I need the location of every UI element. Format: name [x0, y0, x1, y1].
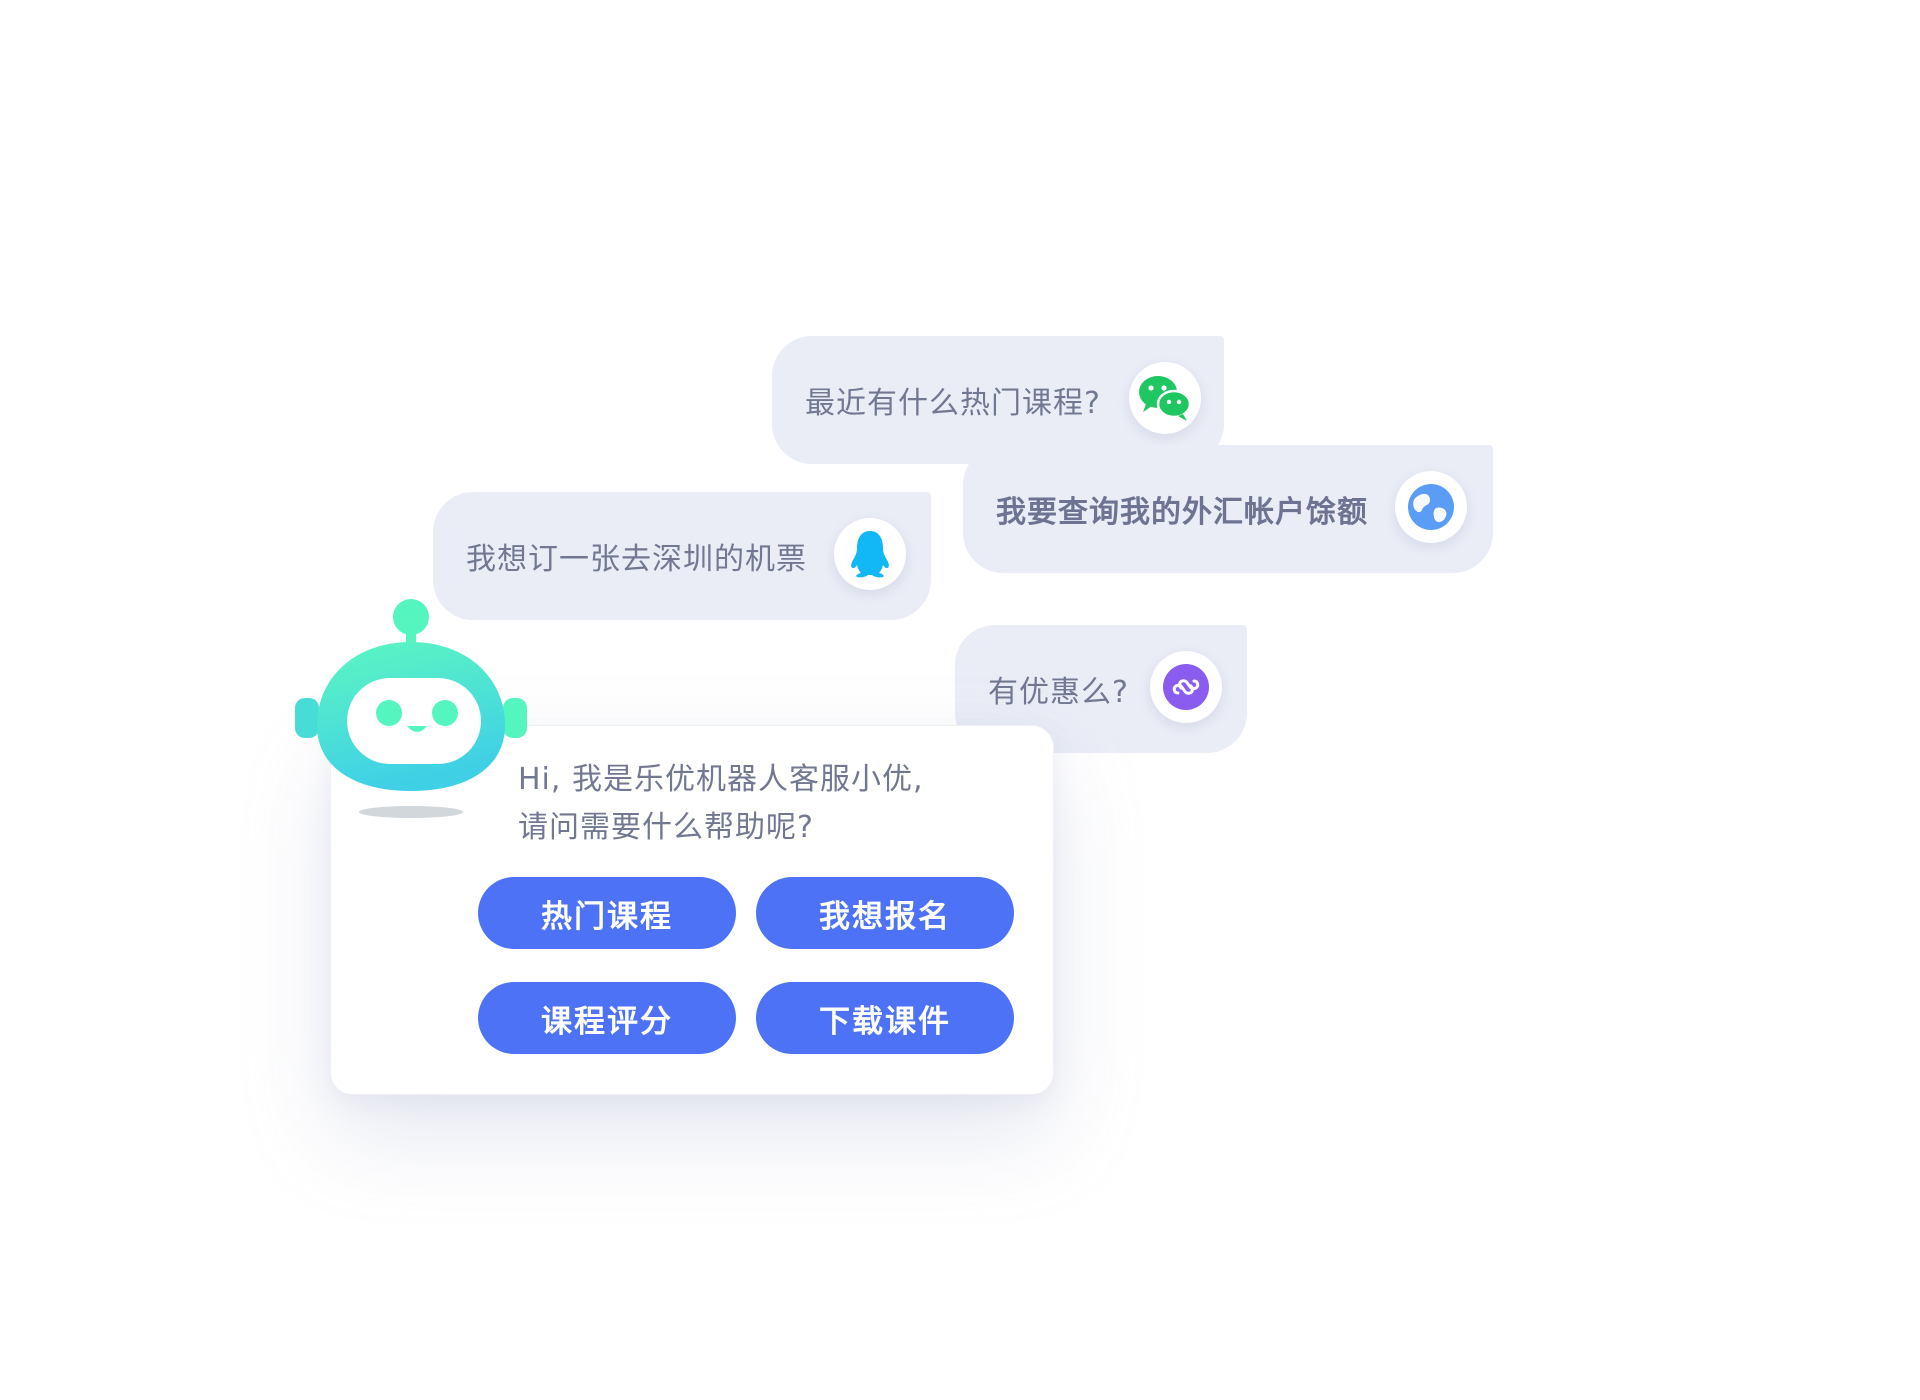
quick-reply-course-rating[interactable]: 课程评分: [478, 982, 736, 1054]
quick-reply-download[interactable]: 下载课件: [756, 982, 1014, 1054]
quick-reply-enroll[interactable]: 我想报名: [756, 877, 1014, 949]
bot-greeting: Hi, 我是乐优机器人客服小优, 请问需要什么帮助呢?: [518, 756, 1018, 852]
bot-reply-card: Hi, 我是乐优机器人客服小优, 请问需要什么帮助呢? 热门课程 我想报名 课程…: [330, 725, 1054, 1095]
greeting-line-2: 请问需要什么帮助呢?: [518, 810, 814, 845]
mini-program-icon: [1150, 651, 1222, 723]
chat-bubble-flight: 我想订一张去深圳的机票: [433, 492, 931, 620]
wechat-icon: [1129, 362, 1201, 434]
bubble-text: 我想订一张去深圳的机票: [466, 542, 807, 577]
bubble-text: 我要查询我的外汇帐户馀额: [996, 495, 1368, 530]
globe-icon: [1395, 471, 1467, 543]
bubble-text: 最近有什么热门课程?: [805, 386, 1101, 421]
chat-bubble-discount: 有优惠么?: [955, 625, 1247, 753]
chat-bubble-forex: 我要查询我的外汇帐户馀额: [963, 445, 1493, 573]
robot-icon: [295, 598, 527, 830]
quick-reply-hot-courses[interactable]: 热门课程: [478, 877, 736, 949]
bubble-text: 有优惠么?: [988, 675, 1129, 710]
qq-penguin-icon: [834, 518, 906, 590]
greeting-line-1: Hi, 我是乐优机器人客服小优,: [518, 762, 924, 797]
chat-bubble-courses: 最近有什么热门课程?: [772, 336, 1224, 464]
